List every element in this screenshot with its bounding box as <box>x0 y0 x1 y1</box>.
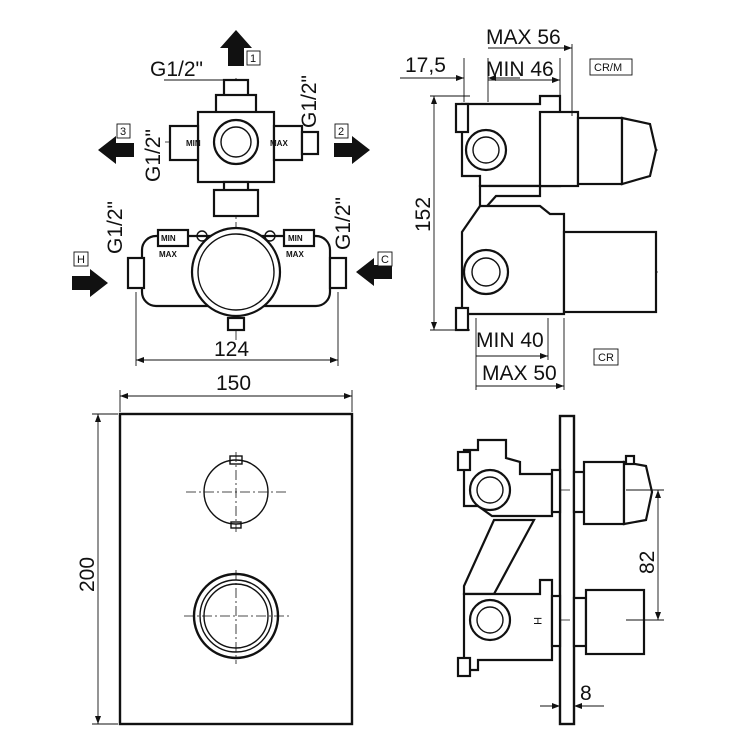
dim-8: 8 <box>580 682 592 705</box>
upper-max-mark: MAX <box>270 139 288 148</box>
dim-124: 124 <box>214 338 249 361</box>
plate-section <box>558 414 576 726</box>
port-2-arrow: 2 <box>334 123 370 164</box>
finish-box-top <box>589 58 633 76</box>
hot-side-mark: H <box>531 617 543 625</box>
lower-right-max-mark: MAX <box>286 250 304 259</box>
dim-152: 152 <box>412 197 435 232</box>
thread-label-right-upper: G1/2" <box>298 75 321 128</box>
side-view-assembled: H 82 8 <box>456 414 664 726</box>
thread-label-right-lower: G1/2" <box>332 197 355 250</box>
finish-box-bottom <box>593 348 619 366</box>
port-1-arrow: 1 <box>220 30 261 66</box>
dim-200: 200 <box>76 557 99 592</box>
front-view-plate: 150 200 <box>76 372 354 726</box>
svg-text:1: 1 <box>250 53 256 65</box>
front-view-body: MIN MAX MIN MIN MAX MAX 1 2 <box>72 30 393 366</box>
thread-label-left-upper: G1/2" <box>142 129 165 182</box>
side-view-body: 152 17,5 MAX 56 MIN 46 CR/M MIN 40 MAX 5… <box>400 26 660 390</box>
dim-min-bottom: MIN 40 <box>476 329 544 352</box>
lower-left-min-mark: MIN <box>161 234 176 243</box>
cover-plate <box>118 412 354 726</box>
svg-text:H: H <box>77 254 85 266</box>
finish-label-bottom: CR <box>598 352 614 364</box>
dim-min-top: MIN 46 <box>486 58 554 81</box>
cold-inlet-arrow: C <box>356 251 393 286</box>
upper-min-mark: MIN <box>186 139 201 148</box>
dim-150: 150 <box>216 372 251 395</box>
hot-inlet-arrow: H <box>72 251 108 297</box>
dim-82: 82 <box>636 551 659 574</box>
dim-max-bottom: MAX 50 <box>482 362 557 385</box>
svg-text:C: C <box>381 254 389 266</box>
lower-right-min-mark: MIN <box>288 234 303 243</box>
port-3-arrow: 3 <box>98 123 134 164</box>
lower-left-max-mark: MAX <box>159 250 177 259</box>
finish-label-top: CR/M <box>594 62 622 74</box>
dim-offset: 17,5 <box>405 54 446 77</box>
thread-label-top: G1/2" <box>150 58 203 81</box>
thread-label-left-lower: G1/2" <box>104 201 127 254</box>
dim-max-top: MAX 56 <box>486 26 561 49</box>
svg-text:2: 2 <box>338 126 344 138</box>
svg-text:3: 3 <box>120 126 126 138</box>
